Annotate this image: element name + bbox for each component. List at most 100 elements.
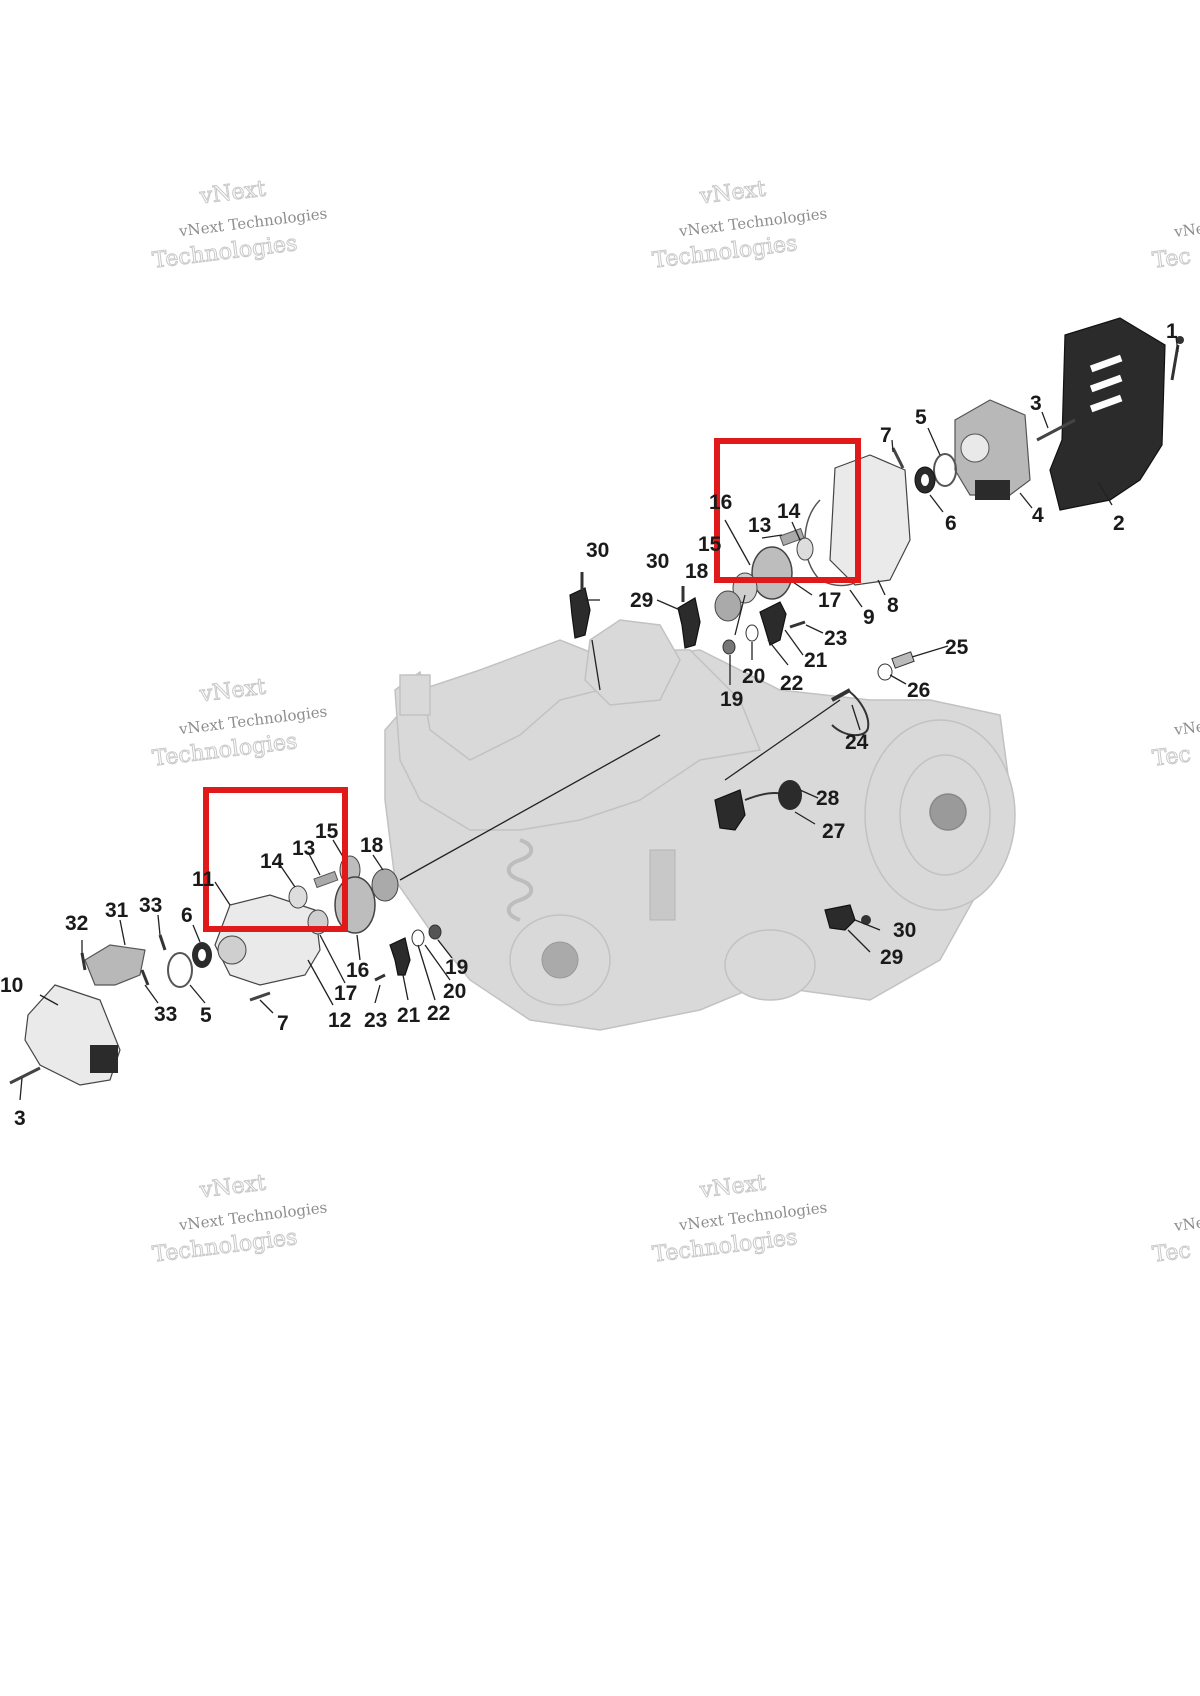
part-20-oring-b (411, 929, 425, 947)
seal-center (198, 949, 206, 961)
part-24-sensor (831, 688, 851, 702)
watermark: vNe Tec (1151, 717, 1200, 772)
part-1-bolt (1170, 336, 1184, 381)
part-26-oring (877, 663, 893, 681)
part-20-oring (745, 624, 759, 642)
watermark: vNext vNext Technologies Technologies (651, 176, 829, 274)
leader-9 (849, 589, 863, 608)
lower-left-assembly (9, 855, 442, 1086)
leader-29c (847, 929, 871, 953)
actuator-connector (975, 480, 1010, 500)
leader-18 (734, 594, 746, 636)
part-25-plug (891, 651, 915, 669)
leader-3b (19, 1077, 23, 1101)
leader-16 (724, 519, 751, 566)
leader-14b (277, 861, 296, 888)
watermark-line1-cut: vNe (1172, 1213, 1200, 1235)
cover-slot (1089, 354, 1123, 373)
leader-22b (417, 944, 436, 1001)
callout-23: 23 (824, 627, 847, 650)
callout-20: 20 (742, 665, 765, 688)
callout-16b: 16 (346, 959, 369, 982)
part-4-actuator (954, 399, 1031, 496)
leader-18b (372, 854, 384, 871)
part-21-sensor-b (389, 937, 411, 976)
callout-7: 7 (880, 424, 892, 447)
leader-shaft-upper (591, 639, 601, 691)
part-29-sensor-b (677, 597, 701, 649)
leader-29b (656, 599, 681, 611)
engine-tower (584, 619, 681, 706)
callout-22: 22 (780, 672, 803, 695)
watermark-line2: Technologies (651, 231, 799, 274)
callout-22b: 22 (427, 1002, 450, 1025)
watermark-line1: vNext Technologies (177, 1198, 328, 1234)
upper-right-assembly (569, 317, 1184, 931)
part-5-oring-b (167, 952, 193, 988)
lower-hub-left (541, 941, 579, 979)
watermark-line2: Technologies (151, 729, 299, 772)
part-16-gear-b (334, 876, 376, 934)
leader-26 (889, 674, 907, 685)
leader-5b (189, 984, 206, 1004)
callout-29b: 29 (880, 946, 903, 969)
leader-3 (1041, 411, 1049, 429)
leader-7b (259, 999, 274, 1014)
watermark-line2-cut: Tec (1151, 244, 1192, 273)
leader-17b (319, 934, 346, 984)
leader-21 (784, 629, 804, 656)
leader-27 (794, 811, 816, 825)
leader-24 (851, 704, 861, 731)
callout-11: 11 (192, 868, 215, 891)
callout-30b: 30 (646, 550, 669, 573)
engine-mount-tab (399, 674, 431, 716)
leader-30c (854, 919, 881, 931)
part-32-bolt (80, 952, 87, 971)
watermark-line1: vNext Technologies (177, 204, 328, 240)
callout-13b: 13 (292, 837, 315, 860)
part-23-bolt (789, 620, 806, 629)
callout-20b: 20 (443, 980, 466, 1003)
callout-5b: 5 (200, 1004, 212, 1027)
callout-12: 12 (328, 1009, 351, 1032)
callout-19b: 19 (445, 956, 468, 979)
watermark-top: vNext (698, 1171, 768, 1204)
part-29-sensor (569, 587, 591, 639)
leader-12 (307, 959, 334, 1006)
callout-9: 9 (863, 606, 875, 629)
leader-6b (192, 924, 201, 943)
part-28-cap (778, 780, 802, 810)
callout-2: 2 (1113, 512, 1125, 535)
part-19-nut-b (428, 924, 442, 940)
part-8-housing (829, 454, 911, 586)
callout-14: 14 (777, 500, 801, 523)
watermark: vNext vNext Technologies Technologies (151, 674, 329, 772)
watermark-line1: vNext Technologies (677, 1198, 828, 1234)
part-7-bolt-b (249, 991, 271, 1002)
part-33-bolt-b (140, 969, 150, 986)
part-30-bolt-c (861, 915, 871, 925)
callout-7b: 7 (277, 1012, 289, 1035)
leader-21b (402, 974, 409, 1001)
housing-shaft (217, 935, 247, 965)
callout-6b: 6 (181, 904, 193, 927)
callout-29: 29 (630, 589, 653, 612)
gearbox-hub (929, 793, 967, 831)
watermark: vNe Tec (1151, 1213, 1200, 1268)
watermark-line2: Technologies (151, 1225, 299, 1268)
part-27-sensor (714, 789, 746, 831)
callout-25: 25 (945, 636, 969, 659)
leader-2 (1097, 481, 1113, 506)
lower-housing-right (724, 929, 816, 1001)
watermark-top: vNext (198, 1171, 268, 1204)
engine-block-upper (394, 649, 762, 831)
callout-31: 31 (105, 899, 129, 922)
part-16-gear (751, 546, 793, 600)
watermark-line2: Technologies (151, 231, 299, 274)
engine-block (384, 619, 1016, 1031)
leader-28 (799, 789, 819, 799)
upper-highlight-box (714, 438, 861, 583)
leader-11 (214, 881, 231, 906)
callout-13: 13 (748, 514, 771, 537)
